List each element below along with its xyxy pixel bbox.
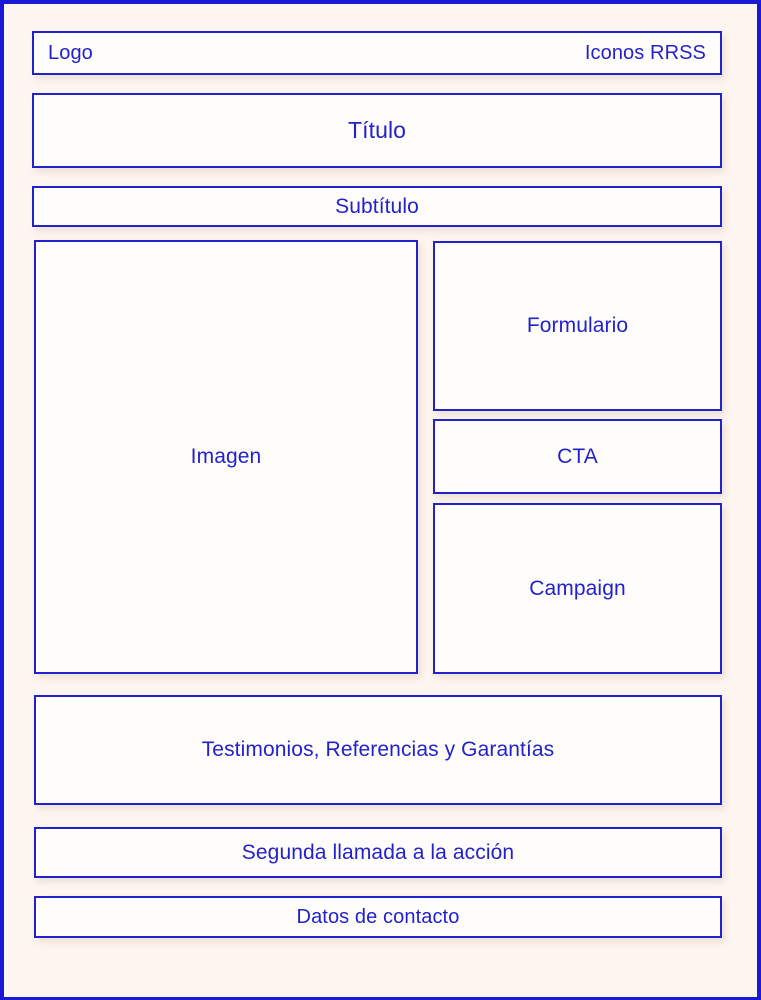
testimonials-block: Testimonios, Referencias y Garantías	[34, 695, 722, 805]
logo-placeholder[interactable]: Logo	[48, 41, 93, 64]
second-cta-button[interactable]: Segunda llamada a la acción	[34, 827, 722, 878]
subtitle-block: Subtítulo	[32, 186, 722, 227]
campaign-block: Campaign	[433, 503, 722, 674]
form-placeholder[interactable]: Formulario	[433, 241, 722, 411]
header-bar[interactable]: Logo Iconos RRSS	[32, 31, 722, 75]
title-block: Título	[32, 93, 722, 168]
image-placeholder: Imagen	[34, 240, 418, 674]
cta-button[interactable]: CTA	[433, 419, 722, 494]
social-icons-placeholder[interactable]: Iconos RRSS	[584, 41, 706, 64]
contact-block: Datos de contacto	[34, 896, 722, 938]
